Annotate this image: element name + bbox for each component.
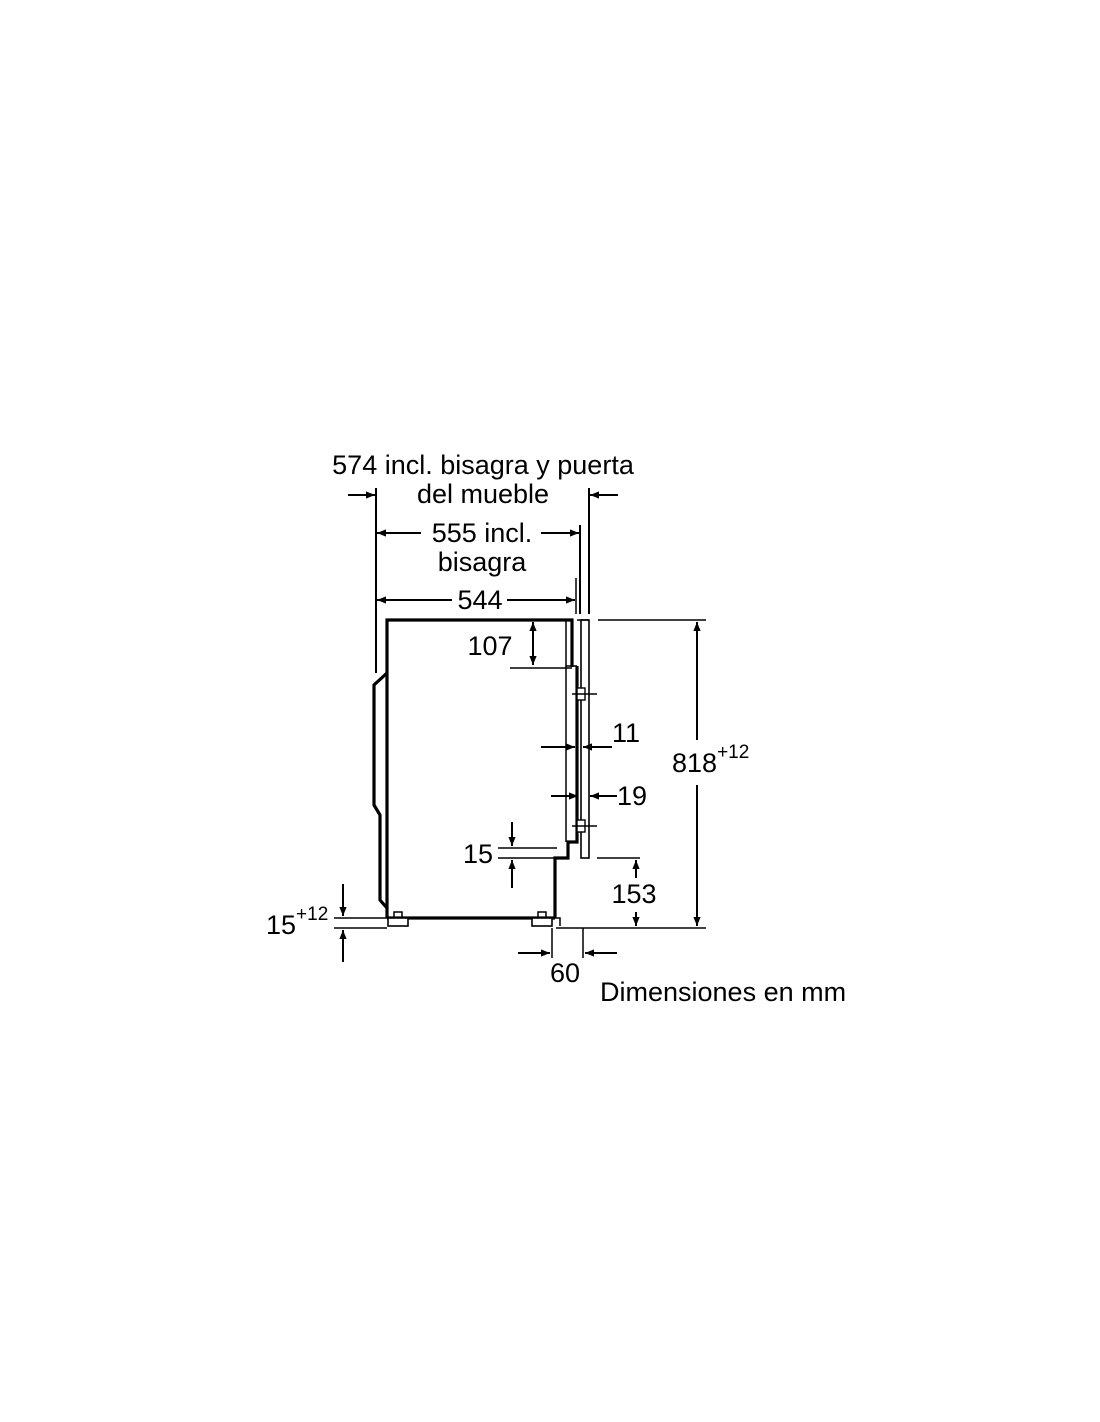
- appliance-outline: [372, 618, 579, 926]
- dim-818-label: 818+12: [672, 742, 749, 778]
- dim-15-feet-label: 15+12: [266, 904, 328, 940]
- dim-153-label: 153: [611, 879, 656, 909]
- units-note: Dimensiones en mm: [600, 977, 846, 1007]
- dim-19-label: 19: [617, 781, 647, 811]
- hinges: [572, 687, 597, 833]
- dim-818-value: 818: [672, 748, 717, 778]
- dim-60-label: 60: [550, 958, 580, 988]
- dim-11-label: 11: [612, 718, 640, 748]
- dim-574-label-line2: del mueble: [417, 479, 549, 509]
- dim-574-label: 574 incl. bisagra y puerta: [332, 450, 635, 480]
- dim-818-tolerance: +12: [717, 742, 749, 763]
- dim-15-feet-value: 15: [266, 910, 296, 940]
- dim-15-label: 15: [463, 839, 493, 869]
- dim-555-label-line2: bisagra: [438, 547, 528, 577]
- dimension-labels: 574 incl. bisagra y puerta del mueble 55…: [266, 450, 846, 1007]
- furniture-door-panel: [577, 619, 590, 859]
- dim-107-label: 107: [467, 631, 512, 661]
- extension-lines: [334, 488, 706, 958]
- dim-555-label: 555 incl.: [432, 518, 533, 548]
- dim-15-feet-tolerance: +12: [296, 904, 328, 925]
- dim-544-label: 544: [457, 585, 502, 615]
- appliance-feet: [387, 911, 553, 927]
- dimension-arrows: [339, 491, 701, 962]
